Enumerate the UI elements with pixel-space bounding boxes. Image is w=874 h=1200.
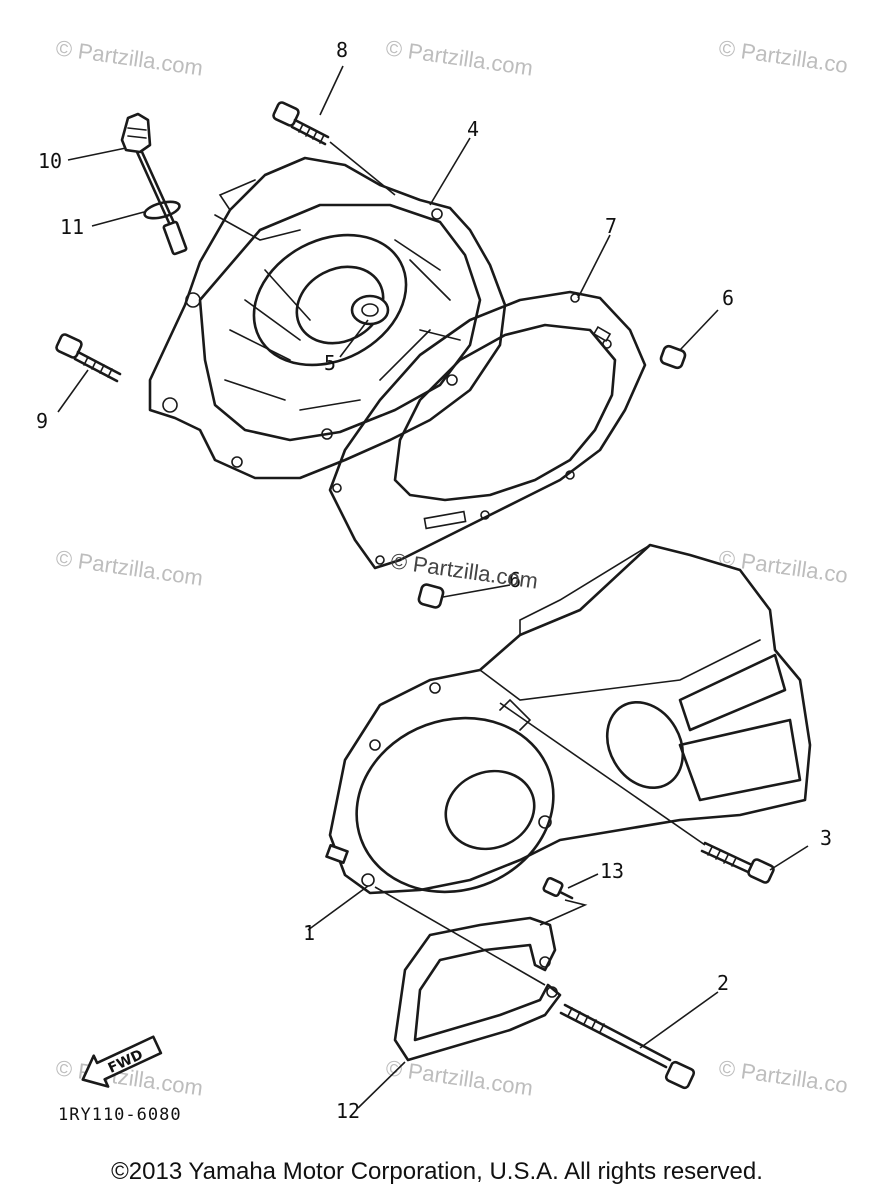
watermark-center: © Partzilla.com [389, 548, 539, 593]
watermark: © Partzilla.com [384, 1055, 534, 1100]
assembly-lines [329, 141, 706, 986]
part-label-5: 5 [324, 351, 336, 375]
part-label-12: 12 [336, 1099, 360, 1123]
part-label-11: 11 [60, 215, 84, 239]
part-label-6: 6 [722, 286, 734, 310]
watermark: © Partzilla.com [54, 545, 204, 590]
gasket [328, 290, 647, 570]
crankcase-cover-inner [148, 156, 507, 480]
part-label-9: 9 [36, 409, 48, 433]
part-label-6-lower: 6 [509, 568, 521, 592]
part-label-4: 4 [467, 117, 479, 141]
crankcase-cover-outer [325, 543, 812, 895]
watermark: © Partzilla.com [54, 35, 204, 80]
dowel-6-lower [417, 583, 445, 609]
leader-lines [57, 65, 809, 1109]
part-label-7: 7 [605, 214, 617, 238]
bolt-8 [272, 101, 330, 146]
watermark: © Partzilla.co [717, 545, 849, 588]
o-ring [143, 200, 181, 220]
bolt-9 [55, 333, 122, 383]
watermark: © Partzilla.com [384, 35, 534, 80]
part-label-13: 13 [600, 859, 624, 883]
watermark: © Partzilla.co [717, 35, 849, 78]
guard-bracket [393, 916, 562, 1062]
bolt-2 [559, 1003, 696, 1090]
diagram-code: 1RY110-6080 [58, 1105, 182, 1125]
part-label-3: 3 [820, 826, 832, 850]
bolt-13 [542, 876, 574, 900]
copyright-notice: ©2013 Yamaha Motor Corporation, U.S.A. A… [111, 1158, 763, 1185]
part-label-10: 10 [38, 149, 62, 173]
oil-dipstick [120, 112, 188, 256]
part-label-2: 2 [717, 971, 729, 995]
bolt-3 [700, 841, 775, 884]
part-label-8: 8 [336, 38, 348, 62]
part-label-1: 1 [303, 921, 315, 945]
watermark: © Partzilla.co [717, 1055, 849, 1098]
dowel-6-upper [659, 344, 687, 370]
